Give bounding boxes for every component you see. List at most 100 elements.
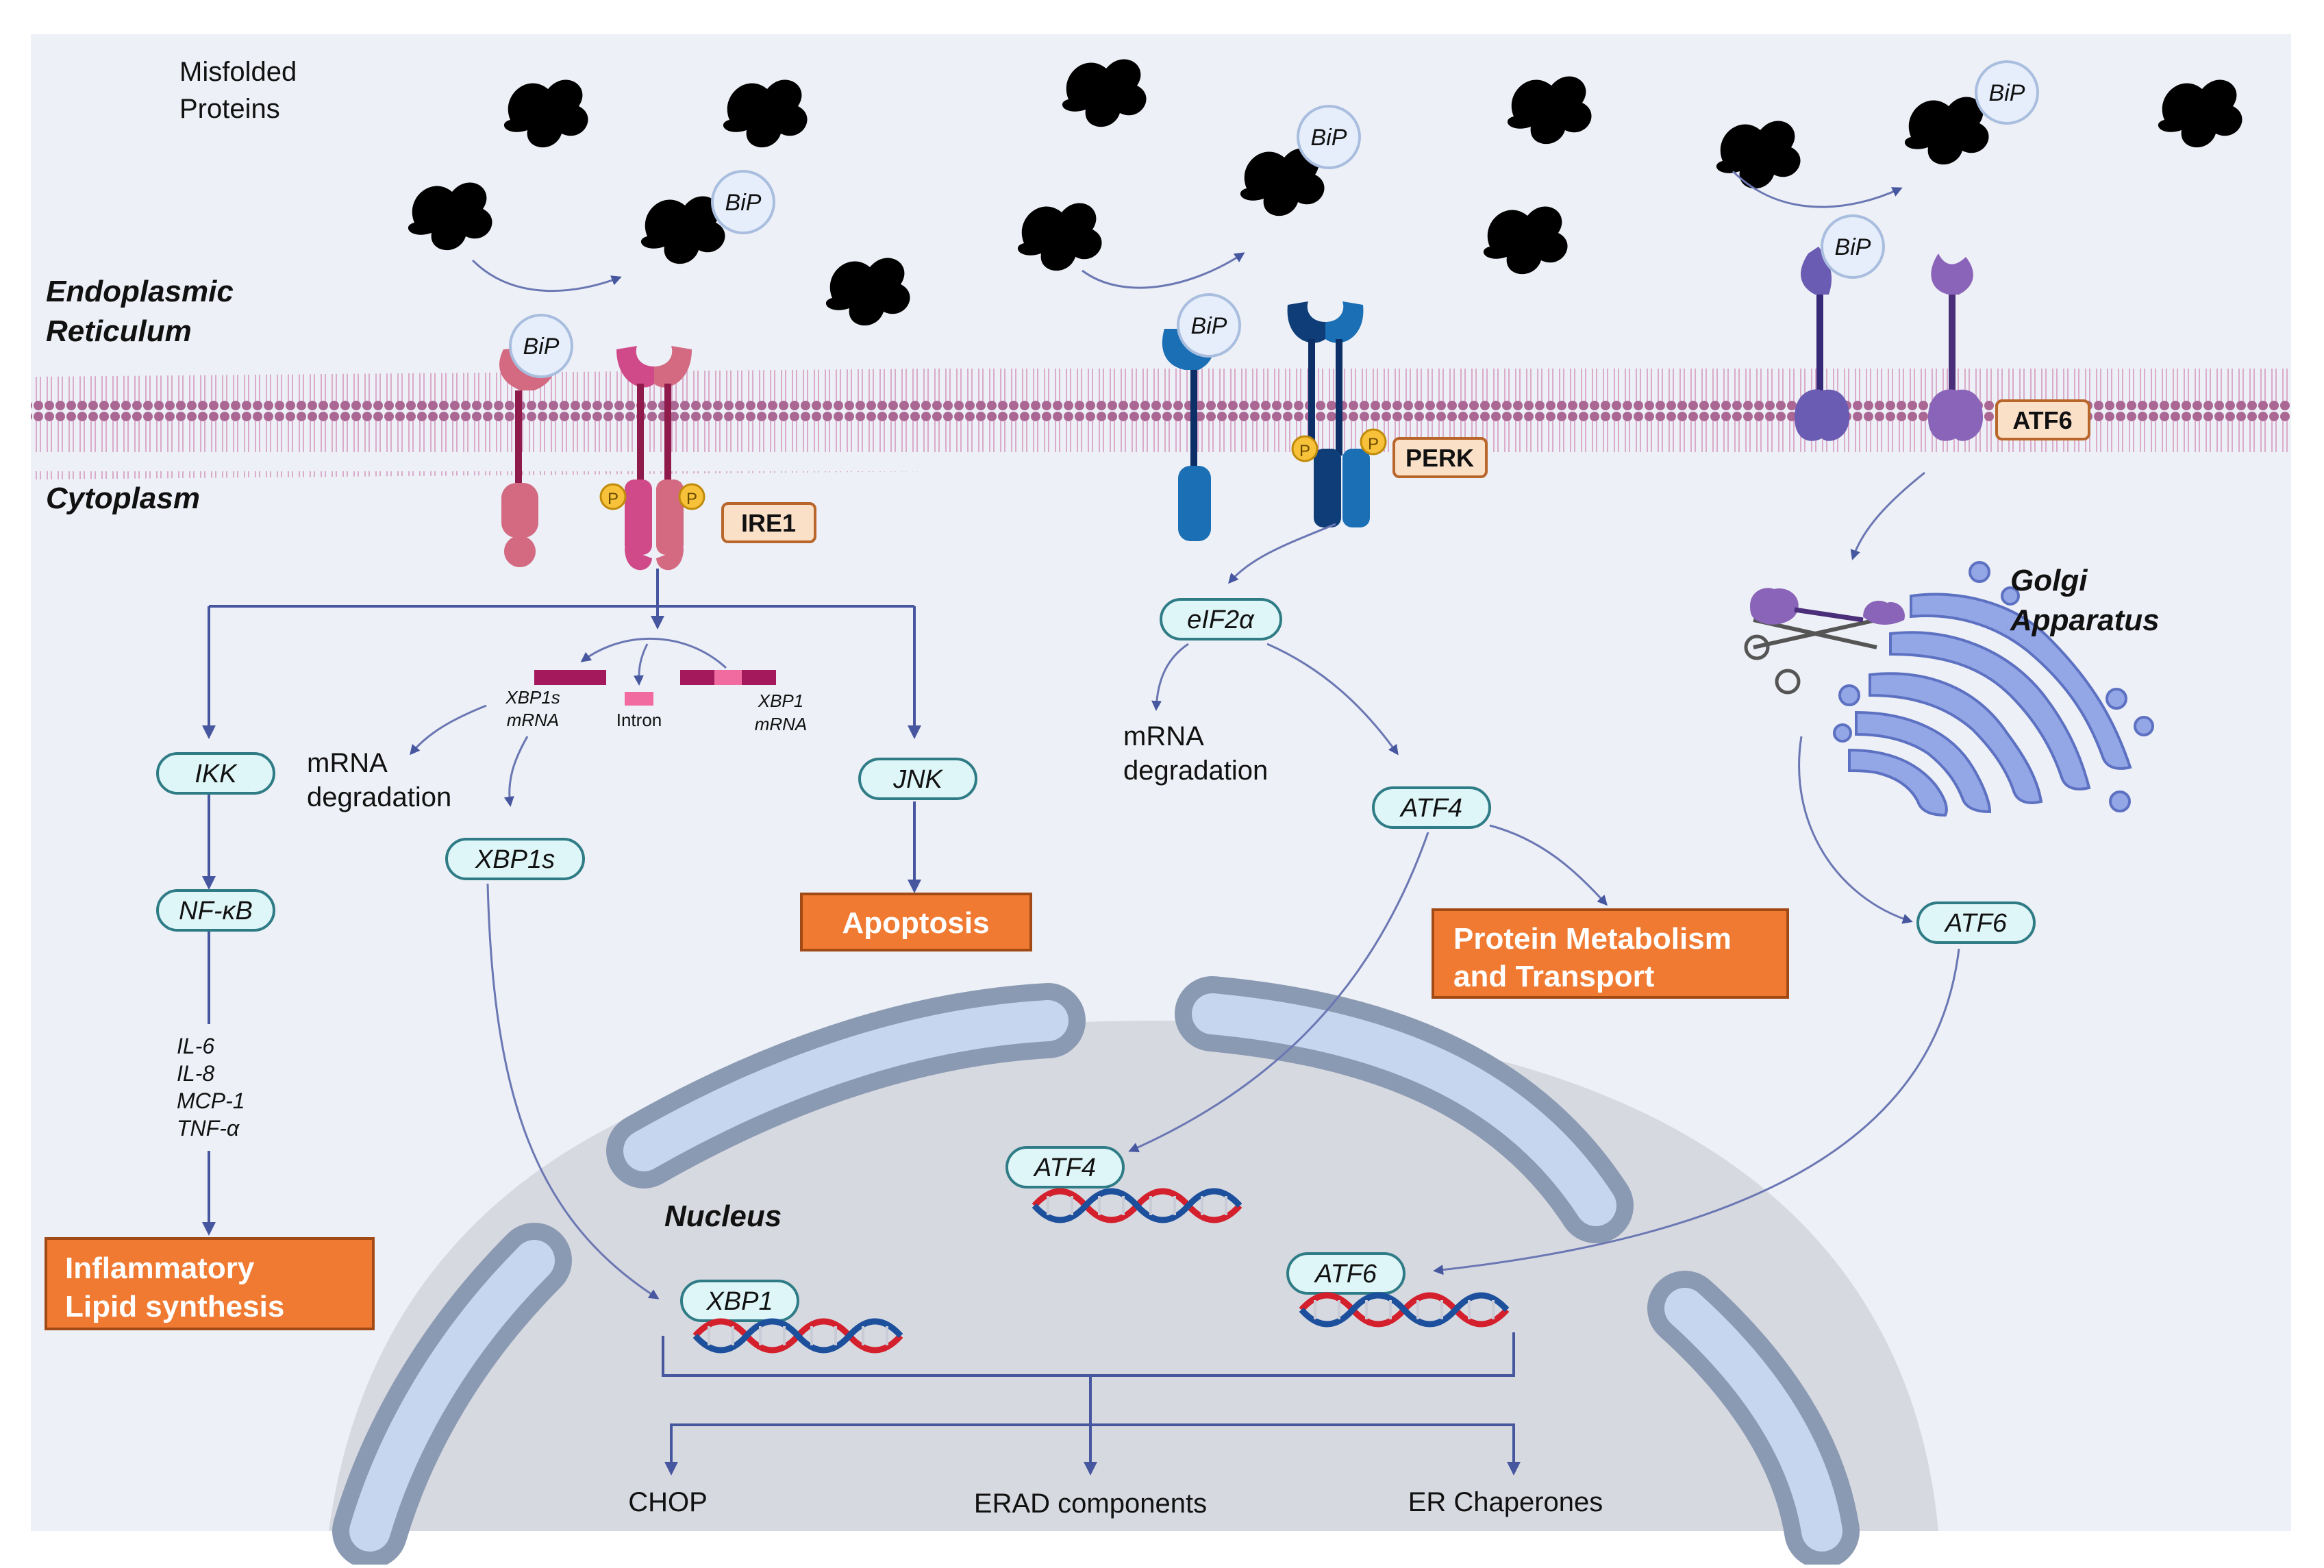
arrow-to-xbp1s: [503, 736, 529, 807]
cytokine-mcp1: MCP-1: [177, 1088, 245, 1113]
svg-text:Protein Metabolism: Protein Metabolism: [1453, 922, 1732, 956]
atf6-node: ATF6: [1916, 901, 2036, 944]
atf4-node: ATF4: [1372, 786, 1491, 829]
svg-text:eIF2α: eIF2α: [1187, 606, 1255, 634]
golgi-label-1: Golgi: [2010, 564, 2088, 597]
apoptosis-outcome: Apoptosis: [800, 893, 1032, 951]
arrow-atf6-to-nucleus: [1433, 948, 1960, 1275]
svg-text:BiP: BiP: [1311, 125, 1347, 151]
ire1-tag: IRE1: [721, 502, 816, 543]
atf6-tag: ATF6: [1995, 399, 2090, 440]
cleaved-atf6: [1750, 588, 1905, 625]
perk-tag: PERK: [1392, 437, 1488, 478]
svg-text:BiP: BiP: [523, 334, 560, 360]
svg-text:P: P: [1368, 435, 1379, 453]
cytokine-il8: IL-8: [177, 1061, 214, 1086]
svg-text:BiP: BiP: [1191, 313, 1227, 339]
svg-text:ATF6: ATF6: [2012, 406, 2072, 434]
er-membrane: [31, 356, 2291, 480]
erad-label: ERAD components: [974, 1489, 1207, 1519]
ire1-active-dimer: P P: [599, 346, 705, 571]
bip-free: BiP: [711, 170, 775, 234]
xbp1-mrna-label-1: XBP1: [758, 690, 804, 711]
atf6-free-receptor: [1928, 253, 1983, 441]
chop-label: CHOP: [628, 1487, 708, 1517]
svg-text:IRE1: IRE1: [741, 509, 796, 537]
misfolded-label-2: Proteins: [179, 94, 280, 124]
bip-bound-ire1: BiP: [509, 314, 573, 378]
er-label-1: Endoplasmic: [46, 275, 234, 308]
bip-release-arrow: [1082, 252, 1245, 289]
arrow-atf6-to-golgi: [1850, 471, 1925, 560]
nuc-atf6-node: ATF6: [1286, 1252, 1405, 1295]
bip-bound-atf6: BiP: [1821, 214, 1885, 279]
splicing-arrow: [580, 638, 727, 669]
svg-text:Apoptosis: Apoptosis: [842, 906, 989, 940]
intron-bar: [625, 692, 653, 706]
nucleus: [329, 976, 1938, 1568]
arrow-to-chaperones: [1090, 1423, 1521, 1476]
svg-text:XBP1: XBP1: [705, 1287, 773, 1316]
svg-text:ATF4: ATF4: [1399, 794, 1462, 823]
svg-text:P: P: [1299, 442, 1310, 460]
arrow-eif2a-to-degradation: [1151, 643, 1189, 711]
svg-text:BiP: BiP: [1835, 234, 1871, 260]
xbp1-mrna-label-2: mRNA: [755, 714, 808, 734]
nucleus-label: Nucleus: [664, 1199, 782, 1233]
er-label-2: Reticulum: [46, 314, 192, 348]
svg-text:JNK: JNK: [892, 765, 943, 794]
bip-bound-perk: BiP: [1177, 293, 1241, 358]
arrow-perk-to-eif2a: [1228, 523, 1336, 584]
nuc-atf4-node: ATF4: [1005, 1146, 1125, 1189]
mrna-degradation-ire1-2: degradation: [307, 782, 451, 812]
misfolded-label-1: Misfolded: [179, 57, 297, 87]
eif2a-node: eIF2α: [1160, 598, 1282, 640]
svg-text:ATF4: ATF4: [1033, 1154, 1096, 1182]
nuc-xbp1-node: XBP1: [680, 1280, 799, 1322]
golgi-label-2: Apparatus: [2010, 603, 2160, 637]
xbp1-intron-segment: [714, 670, 742, 685]
bip-release-arrow: [471, 259, 622, 293]
svg-text:BiP: BiP: [725, 190, 762, 216]
svg-text:BiP: BiP: [1989, 80, 2025, 106]
cytokine-il6: IL-6: [177, 1034, 214, 1058]
svg-text:NF-κB: NF-κB: [179, 897, 253, 925]
xbp1s-mrna-bar: [534, 670, 606, 685]
svg-text:P: P: [686, 490, 697, 508]
svg-text:Lipid synthesis: Lipid synthesis: [65, 1290, 284, 1323]
svg-text:IKK: IKK: [195, 760, 238, 788]
cytokine-tnfa: TNF-α: [177, 1116, 240, 1141]
cytoplasm-label: Cytoplasm: [46, 482, 200, 515]
arrow-to-chop: [664, 1376, 1092, 1476]
arrow-eif2a-to-atf4: [1266, 643, 1399, 756]
arrow-atf4-to-nucleus: [1128, 832, 1429, 1153]
golgi-apparatus: [1833, 561, 2154, 817]
svg-text:ATF6: ATF6: [1944, 909, 2008, 938]
nfkb-node: NF-κB: [156, 889, 275, 932]
bip-free: BiP: [1975, 60, 2039, 125]
nuclear-bracket: [662, 1332, 1515, 1377]
jnk-node: JNK: [858, 758, 977, 800]
inflammatory-outcome: Inflammatory Lipid synthesis: [45, 1237, 375, 1330]
intron-label: Intron: [616, 710, 662, 730]
arrow-to-mrna-degradation: [410, 704, 487, 756]
svg-text:P: P: [608, 490, 619, 508]
intron-arrow: [633, 643, 649, 686]
ikk-node: IKK: [156, 752, 275, 795]
arrow-atf4-to-protein: [1489, 824, 1608, 906]
svg-text:and Transport: and Transport: [1453, 960, 1655, 993]
mrna-degradation-perk-2: degradation: [1123, 756, 1268, 786]
perk-active-dimer: P P: [1287, 301, 1387, 527]
xbp1s-node: XBP1s: [445, 838, 585, 880]
svg-text:Inflammatory: Inflammatory: [65, 1252, 255, 1285]
protein-metabolism-outcome: Protein Metabolism and Transport: [1432, 908, 1789, 999]
arrow-golgi-to-atf6: [1798, 736, 1913, 924]
chaperones-label: ER Chaperones: [1408, 1487, 1603, 1517]
xbp1s-mrna-label-2: mRNA: [507, 710, 560, 730]
bip-release-arrow: [1732, 170, 1903, 208]
svg-text:PERK: PERK: [1405, 444, 1474, 472]
arrow-xbp1s-to-nucleus: [486, 883, 660, 1299]
xbp1s-mrna-label-1: XBP1s: [505, 687, 560, 708]
